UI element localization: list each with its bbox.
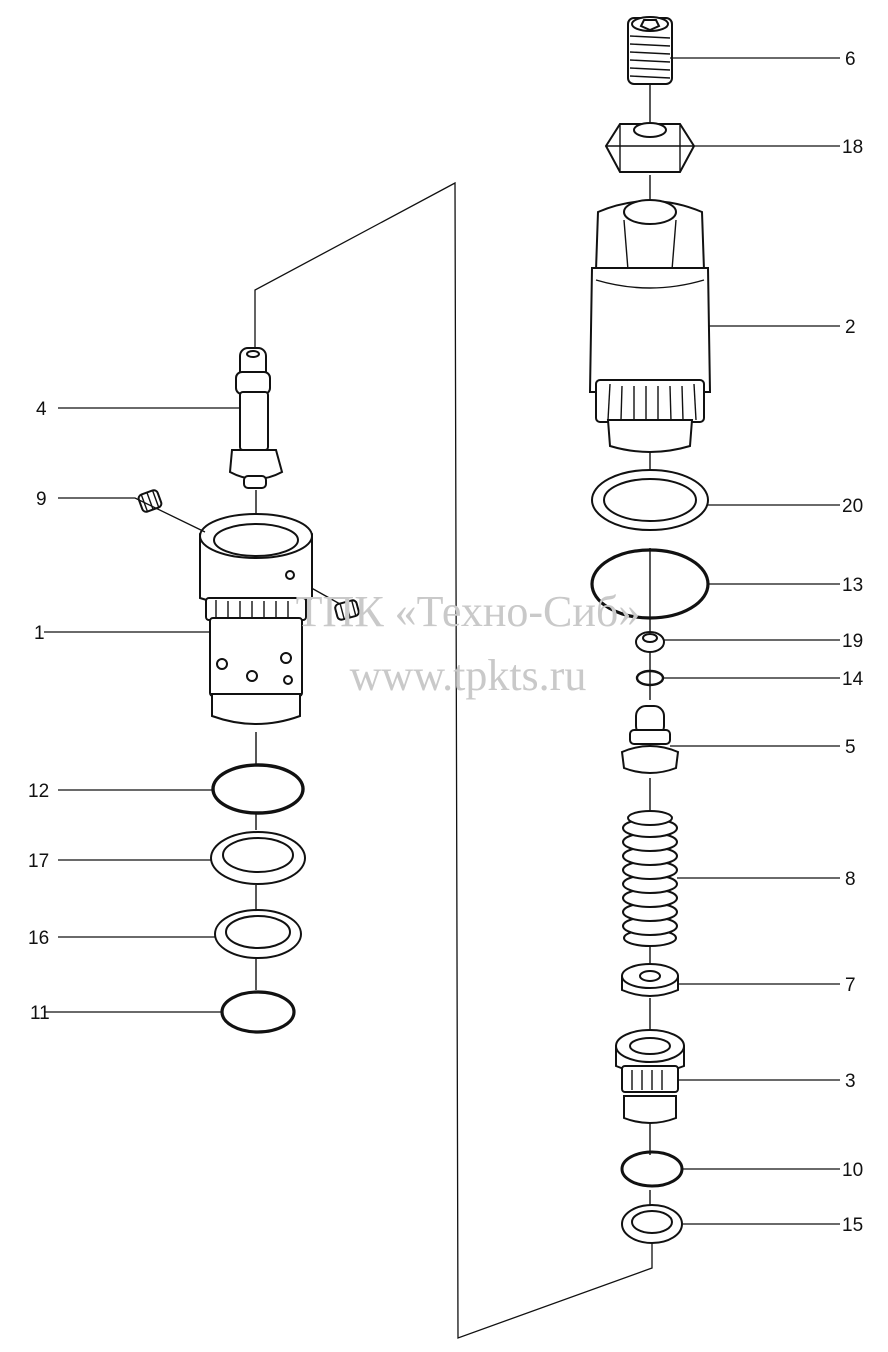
part-3-adjusting-cap bbox=[615, 1029, 685, 1124]
callout-4: 4 bbox=[36, 399, 47, 420]
part-1-sleeve-body bbox=[199, 513, 313, 725]
part-16-washer bbox=[214, 909, 302, 959]
leader-lines bbox=[44, 57, 840, 1225]
callout-10: 10 bbox=[842, 1160, 863, 1181]
callout-20: 20 bbox=[842, 496, 863, 517]
callout-6: 6 bbox=[845, 49, 856, 70]
part-20-flat-washer bbox=[591, 469, 709, 531]
part-6-threaded-plug bbox=[627, 16, 673, 85]
callout-7: 7 bbox=[845, 975, 856, 996]
part-2-valve-body bbox=[588, 199, 712, 453]
callout-12: 12 bbox=[28, 781, 49, 802]
callout-8: 8 bbox=[845, 869, 856, 890]
part-19-small-ring bbox=[635, 631, 665, 653]
part-11-o-ring bbox=[220, 990, 296, 1034]
part-15-washer bbox=[621, 1204, 683, 1244]
callout-3: 3 bbox=[845, 1071, 856, 1092]
callout-18: 18 bbox=[842, 137, 863, 158]
part-5-poppet bbox=[620, 705, 680, 774]
part-axis-lines bbox=[255, 82, 651, 1210]
part-18-hex-nut bbox=[604, 122, 696, 173]
part-9-set-screw-2 bbox=[289, 575, 360, 621]
callout-5: 5 bbox=[845, 737, 856, 758]
assembly-guide-line bbox=[254, 181, 653, 1339]
callout-15: 15 bbox=[842, 1215, 863, 1236]
part-4-spool bbox=[228, 347, 284, 489]
callout-13: 13 bbox=[842, 575, 863, 596]
part-17-washer bbox=[210, 831, 306, 885]
part-12-o-ring bbox=[211, 763, 305, 815]
part-8-spring bbox=[622, 810, 678, 947]
callout-14: 14 bbox=[842, 669, 864, 690]
callout-16: 16 bbox=[28, 928, 49, 949]
callout-17: 17 bbox=[28, 851, 49, 872]
callout-11: 11 bbox=[30, 1003, 50, 1024]
part-10-o-ring bbox=[620, 1150, 684, 1188]
callout-9: 9 bbox=[36, 489, 47, 510]
watermark-company: ТПК «Техно-Сиб» bbox=[296, 587, 641, 636]
callout-19: 19 bbox=[842, 631, 863, 652]
callout-1: 1 bbox=[34, 623, 45, 644]
watermark-url: www.tpkts.ru bbox=[350, 651, 587, 700]
part-7-spring-seat bbox=[621, 963, 679, 997]
callout-2: 2 bbox=[845, 317, 856, 338]
